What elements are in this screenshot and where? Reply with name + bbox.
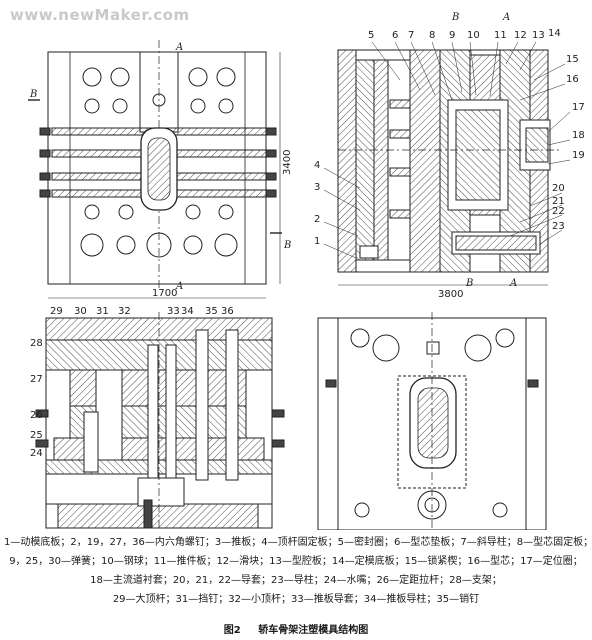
- section-b-left: B: [29, 89, 37, 100]
- callout-36: 36: [221, 306, 234, 317]
- callout-18: 18: [572, 130, 585, 141]
- legend-line-3: 18—主流道衬套；20，21，22—导套；23—导柱；24—水嘴；26—定距拉杆…: [90, 575, 502, 586]
- callout-3: 3: [314, 182, 320, 193]
- callout-32: 32: [118, 306, 131, 317]
- callout-29: 29: [50, 306, 63, 317]
- callout-13: 13: [532, 30, 545, 41]
- callout-1: 1: [314, 236, 320, 247]
- callout-8: 8: [429, 30, 435, 41]
- legend-line-4: 29—大顶杆；31—挡钉；32—小顶杆；33—推板导套；34—推板导柱；35—销…: [112, 594, 480, 605]
- callouts-bottom-left-side: 28 27 26 25 24: [30, 338, 43, 459]
- callout-12: 12: [514, 30, 527, 41]
- dim-height-3400: 3400: [282, 150, 293, 175]
- callout-4: 4: [314, 160, 320, 171]
- callout-11: 11: [494, 30, 507, 41]
- legend-line-2: 9，25，30—弹簧；10—钢球；11—推件板；12—滑块；13—型腔板；14—…: [9, 556, 583, 567]
- callout-7: 7: [408, 30, 414, 41]
- callout-9: 9: [449, 30, 455, 41]
- section-a-marker: A: [502, 12, 510, 23]
- callout-19: 19: [572, 150, 585, 161]
- callout-10: 10: [467, 30, 480, 41]
- figure-title: 轿车骨架注塑模具结构图: [258, 625, 369, 636]
- callout-23: 23: [552, 221, 565, 232]
- figure-caption: 图2 轿车骨架注塑模具结构图: [0, 621, 592, 636]
- callout-31: 31: [96, 306, 109, 317]
- watermark-text: www.newMaker.com: [10, 6, 190, 24]
- plan-view-top-left: [28, 40, 282, 299]
- callout-26: 26: [30, 410, 43, 421]
- callout-6: 6: [392, 30, 398, 41]
- callout-22: 22: [552, 206, 565, 217]
- section-view-top-right: [323, 41, 571, 286]
- callout-35: 35: [205, 306, 218, 317]
- section-a-bottom: A: [175, 281, 183, 292]
- parts-legend: 1—动模底板；2，19，27，36—内六角螺钉；3—推板；4—顶杆固定板；5—密…: [4, 533, 592, 609]
- section-view-bottom-left: [35, 312, 285, 530]
- callout-34: 34: [181, 306, 194, 317]
- callout-17: 17: [572, 102, 585, 113]
- section-b-bottom-marker: B: [465, 278, 473, 289]
- plan-view-bottom-right: [317, 312, 547, 530]
- callout-14: 14: [548, 28, 561, 39]
- callout-15: 15: [566, 54, 579, 65]
- dim-width-1700: 1700: [152, 288, 177, 299]
- callout-21: 21: [552, 196, 565, 207]
- callout-2: 2: [314, 214, 320, 225]
- callout-30: 30: [74, 306, 87, 317]
- section-b-marker: B: [451, 12, 459, 23]
- callouts-top-right-left: 4 3 2 1: [314, 160, 320, 247]
- legend-line-1: 1—动模底板；2，19，27，36—内六角螺钉；3—推板；4—顶杆固定板；5—密…: [4, 537, 592, 548]
- mold-drawing: 1700 3400 A A B B: [28, 12, 585, 530]
- callout-24: 24: [30, 448, 43, 459]
- section-a-top: A: [175, 42, 183, 53]
- section-a-bottom-marker: A: [509, 278, 517, 289]
- section-b-right: B: [283, 240, 291, 251]
- callout-33: 33: [167, 306, 180, 317]
- callout-27: 27: [30, 374, 43, 385]
- callout-28: 28: [30, 338, 43, 349]
- callout-25: 25: [30, 430, 43, 441]
- callout-20: 20: [552, 183, 565, 194]
- callout-16: 16: [566, 74, 579, 85]
- figure-number: 图2: [223, 625, 241, 636]
- dim-width-3800: 3800: [438, 289, 463, 300]
- callout-5: 5: [368, 30, 374, 41]
